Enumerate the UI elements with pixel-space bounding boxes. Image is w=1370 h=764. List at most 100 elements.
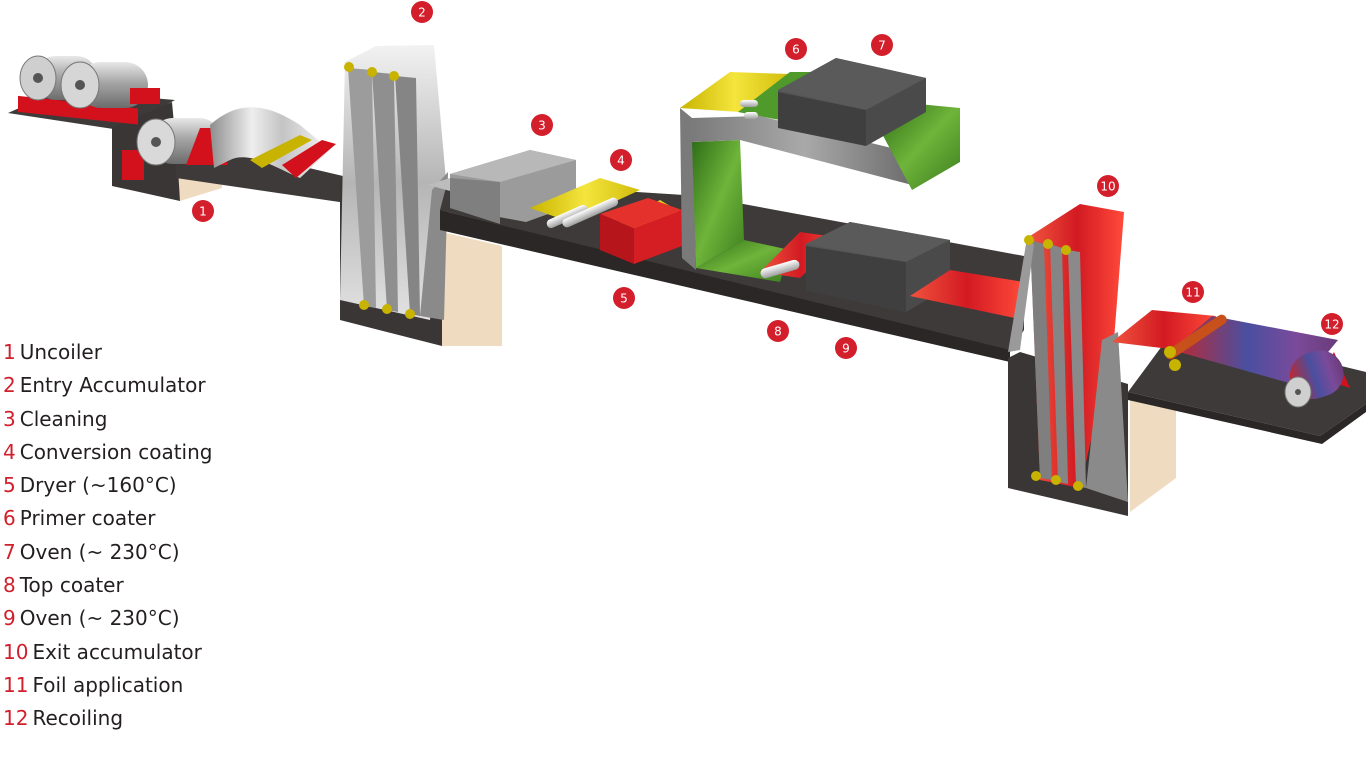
legend-label: Uncoiler bbox=[19, 340, 102, 364]
legend-label: Conversion coating bbox=[19, 439, 213, 464]
legend-number: 3 bbox=[3, 406, 16, 431]
uncoiler-stand bbox=[122, 150, 144, 180]
oven-lower bbox=[806, 222, 1024, 320]
pinch-rollers bbox=[250, 135, 312, 168]
badge-number: 2 bbox=[418, 6, 426, 20]
badge-circle bbox=[785, 38, 807, 60]
badge-circle bbox=[835, 337, 857, 359]
spare-coil-stand bbox=[130, 88, 160, 104]
badge-3: 3 bbox=[531, 114, 553, 136]
legend-number: 8 bbox=[3, 573, 16, 598]
exit-front-grey bbox=[1086, 332, 1128, 502]
legend-number: 5 bbox=[3, 473, 16, 498]
strip-red-to-foil bbox=[1112, 310, 1216, 350]
badge-circle bbox=[871, 34, 893, 56]
primer-loop-green-vertical bbox=[692, 140, 744, 268]
dryer-section bbox=[600, 198, 682, 264]
legend-label: Oven (~ 230°C) bbox=[19, 606, 180, 631]
badge-number: 6 bbox=[792, 43, 800, 57]
pit-entry-wall bbox=[442, 232, 502, 346]
badge-number: 12 bbox=[1324, 318, 1339, 332]
recoiling-section bbox=[1112, 310, 1366, 444]
legend-number: 4 bbox=[3, 439, 16, 464]
badge-8: 8 bbox=[767, 320, 789, 342]
legend-number: 2 bbox=[3, 373, 16, 398]
legend-label: Foil application bbox=[32, 672, 184, 697]
primer-loop-yellow bbox=[680, 72, 790, 112]
badge-10: 10 bbox=[1097, 175, 1119, 197]
badge-circle bbox=[767, 320, 789, 342]
badge-number: 8 bbox=[774, 325, 782, 339]
badge-number: 4 bbox=[617, 154, 625, 168]
badge-number: 11 bbox=[1185, 286, 1200, 300]
legend-label: Exit accumulator bbox=[32, 639, 202, 664]
legend-label: Primer coater bbox=[19, 506, 156, 531]
main-deck-front bbox=[440, 210, 1010, 362]
legend-label: Top coater bbox=[19, 573, 124, 598]
exit-fold-1 bbox=[1030, 240, 1052, 480]
legend-number: 11 bbox=[3, 672, 29, 697]
badge-circle bbox=[1182, 281, 1204, 303]
badge-number: 3 bbox=[538, 119, 546, 133]
exit-fold-3 bbox=[1068, 250, 1086, 488]
primer-loop-grey-top bbox=[692, 116, 916, 186]
entry-accumulator bbox=[340, 45, 502, 346]
badge-2: 2 bbox=[411, 1, 433, 23]
badge-9: 9 bbox=[835, 337, 857, 359]
legend-number: 9 bbox=[3, 606, 16, 631]
badge-6: 6 bbox=[785, 38, 807, 60]
badge-11: 11 bbox=[1182, 281, 1204, 303]
badge-circle bbox=[1097, 175, 1119, 197]
legend-label: Oven (~ 230°C) bbox=[19, 539, 180, 564]
badge-5: 5 bbox=[613, 287, 635, 309]
legend-label: Recoiling bbox=[32, 706, 124, 731]
badge-circle bbox=[192, 200, 214, 222]
uncoiler-section bbox=[8, 55, 360, 205]
legend-label: Cleaning bbox=[19, 406, 108, 431]
badge-12: 12 bbox=[1321, 313, 1343, 335]
primer-loop-grey-vertical bbox=[680, 108, 696, 270]
accumulator-fold-2 bbox=[372, 72, 398, 312]
legend-number: 10 bbox=[3, 639, 29, 664]
badge-circle bbox=[411, 1, 433, 23]
badge-circle bbox=[1321, 313, 1343, 335]
badge-number: 10 bbox=[1100, 180, 1115, 194]
badge-1: 1 bbox=[192, 200, 214, 222]
legend-number: 7 bbox=[3, 539, 16, 564]
exit-fold-2 bbox=[1050, 244, 1068, 484]
accumulator-fold-1 bbox=[348, 68, 376, 308]
oven-upper bbox=[778, 58, 960, 190]
badge-number: 1 bbox=[199, 205, 207, 219]
badge-number: 5 bbox=[620, 292, 628, 306]
badge-circle bbox=[610, 149, 632, 171]
badge-4: 4 bbox=[610, 149, 632, 171]
shear-red bbox=[282, 140, 336, 178]
exit-left-grey-sheet bbox=[1008, 244, 1034, 352]
pit-exit-wall bbox=[1130, 396, 1176, 512]
legend-number: 12 bbox=[3, 706, 29, 731]
accumulator-fold-3 bbox=[395, 76, 420, 316]
legend-label: Dryer (~160°C) bbox=[19, 473, 177, 498]
badge-number: 9 bbox=[842, 342, 850, 356]
recoil-coil bbox=[1284, 350, 1344, 408]
uncoiler-frame bbox=[18, 95, 138, 125]
legend-label: Entry Accumulator bbox=[19, 373, 206, 398]
badge-7: 7 bbox=[871, 34, 893, 56]
foil-roller bbox=[1165, 314, 1227, 360]
badge-circle bbox=[531, 114, 553, 136]
